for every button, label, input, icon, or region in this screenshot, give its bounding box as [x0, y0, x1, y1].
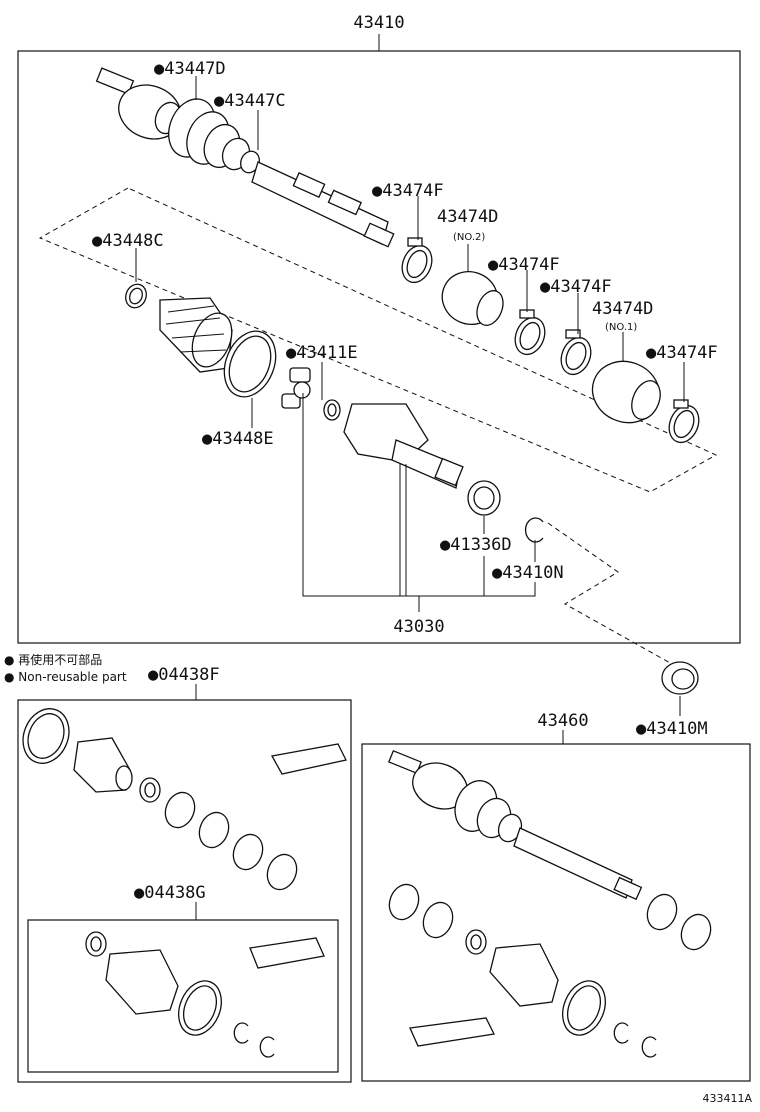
label-seal-43410m: ●43410M: [636, 719, 708, 739]
label-damper-no2: 43474D: [437, 207, 498, 227]
label-inner-boot-clamp-large: ●43448E: [202, 429, 274, 449]
inner-joint-dashed-outline: [38, 187, 718, 493]
damper-clamp-2: [514, 309, 546, 356]
damper-clamp-4: [668, 399, 700, 444]
label-damper-no1-note: (NO.1): [605, 322, 637, 333]
main-assembly-frame: [17, 50, 741, 644]
inner-boot-clamp-large: [223, 330, 277, 398]
label-tripod-ring: ●43411E: [286, 343, 358, 363]
snap-ring: [524, 517, 544, 543]
label-damper-clamp-3: ●43474F: [540, 277, 612, 297]
seal-dashed-leader: [547, 522, 673, 665]
inner-boot-clamp-small: [125, 283, 147, 309]
boot-kit-inner-parts: [85, 931, 325, 1058]
legend-line-ja: ● 再使用不可部品: [4, 652, 102, 667]
seal-43410m: [661, 661, 699, 695]
label-outer-boot-clamp-small: ●43447C: [214, 91, 286, 111]
label-inner-boot-clamp-small: ●43448C: [92, 231, 164, 251]
tripod-ring: [323, 399, 341, 421]
label-dust-seal: ●41336D: [440, 535, 512, 555]
label-boot-kit-outer: ●04438F: [148, 665, 220, 685]
damper-no1: [591, 360, 661, 424]
label-outer-boot-clamp-large: ●43447D: [154, 59, 226, 79]
label-damper-no2-note: (NO.2): [453, 232, 485, 243]
tripod-joint: [281, 367, 311, 409]
label-damper-no1: 43474D: [592, 299, 653, 319]
label-assembly-main: 43410: [353, 13, 404, 33]
label-damper-clamp-1: ●43474F: [372, 181, 444, 201]
damper-no2: [441, 271, 504, 326]
inner-boot-kit-frame: [27, 919, 339, 1073]
dust-seal: [467, 480, 501, 516]
label-assembly-second: 43460: [537, 711, 588, 731]
label-boot-kit-inner: ●04438G: [134, 883, 206, 903]
second-kit-parts: [388, 883, 657, 1058]
main-driveshaft: [95, 67, 395, 248]
second-assembly-frame: [361, 743, 751, 1082]
legend-line-en: ● Non-reusable part: [4, 670, 127, 684]
label-damper-clamp-2: ●43474F: [488, 255, 560, 275]
second-driveshaft: [387, 749, 712, 951]
label-snap-ring: ●43410N: [492, 563, 564, 583]
damper-clamp-3: [560, 329, 592, 376]
diagram-reference-code: 433411A: [702, 1092, 752, 1105]
label-inner-joint-assembly: 43030: [393, 617, 444, 637]
inner-joint-housing: [343, 403, 464, 489]
boot-kit-outer-parts: [22, 708, 347, 891]
boot-kit-frame: [17, 699, 352, 1083]
leader-lines: [135, 34, 685, 920]
damper-clamp-1: [401, 237, 433, 284]
label-damper-clamp-4: ●43474F: [646, 343, 718, 363]
